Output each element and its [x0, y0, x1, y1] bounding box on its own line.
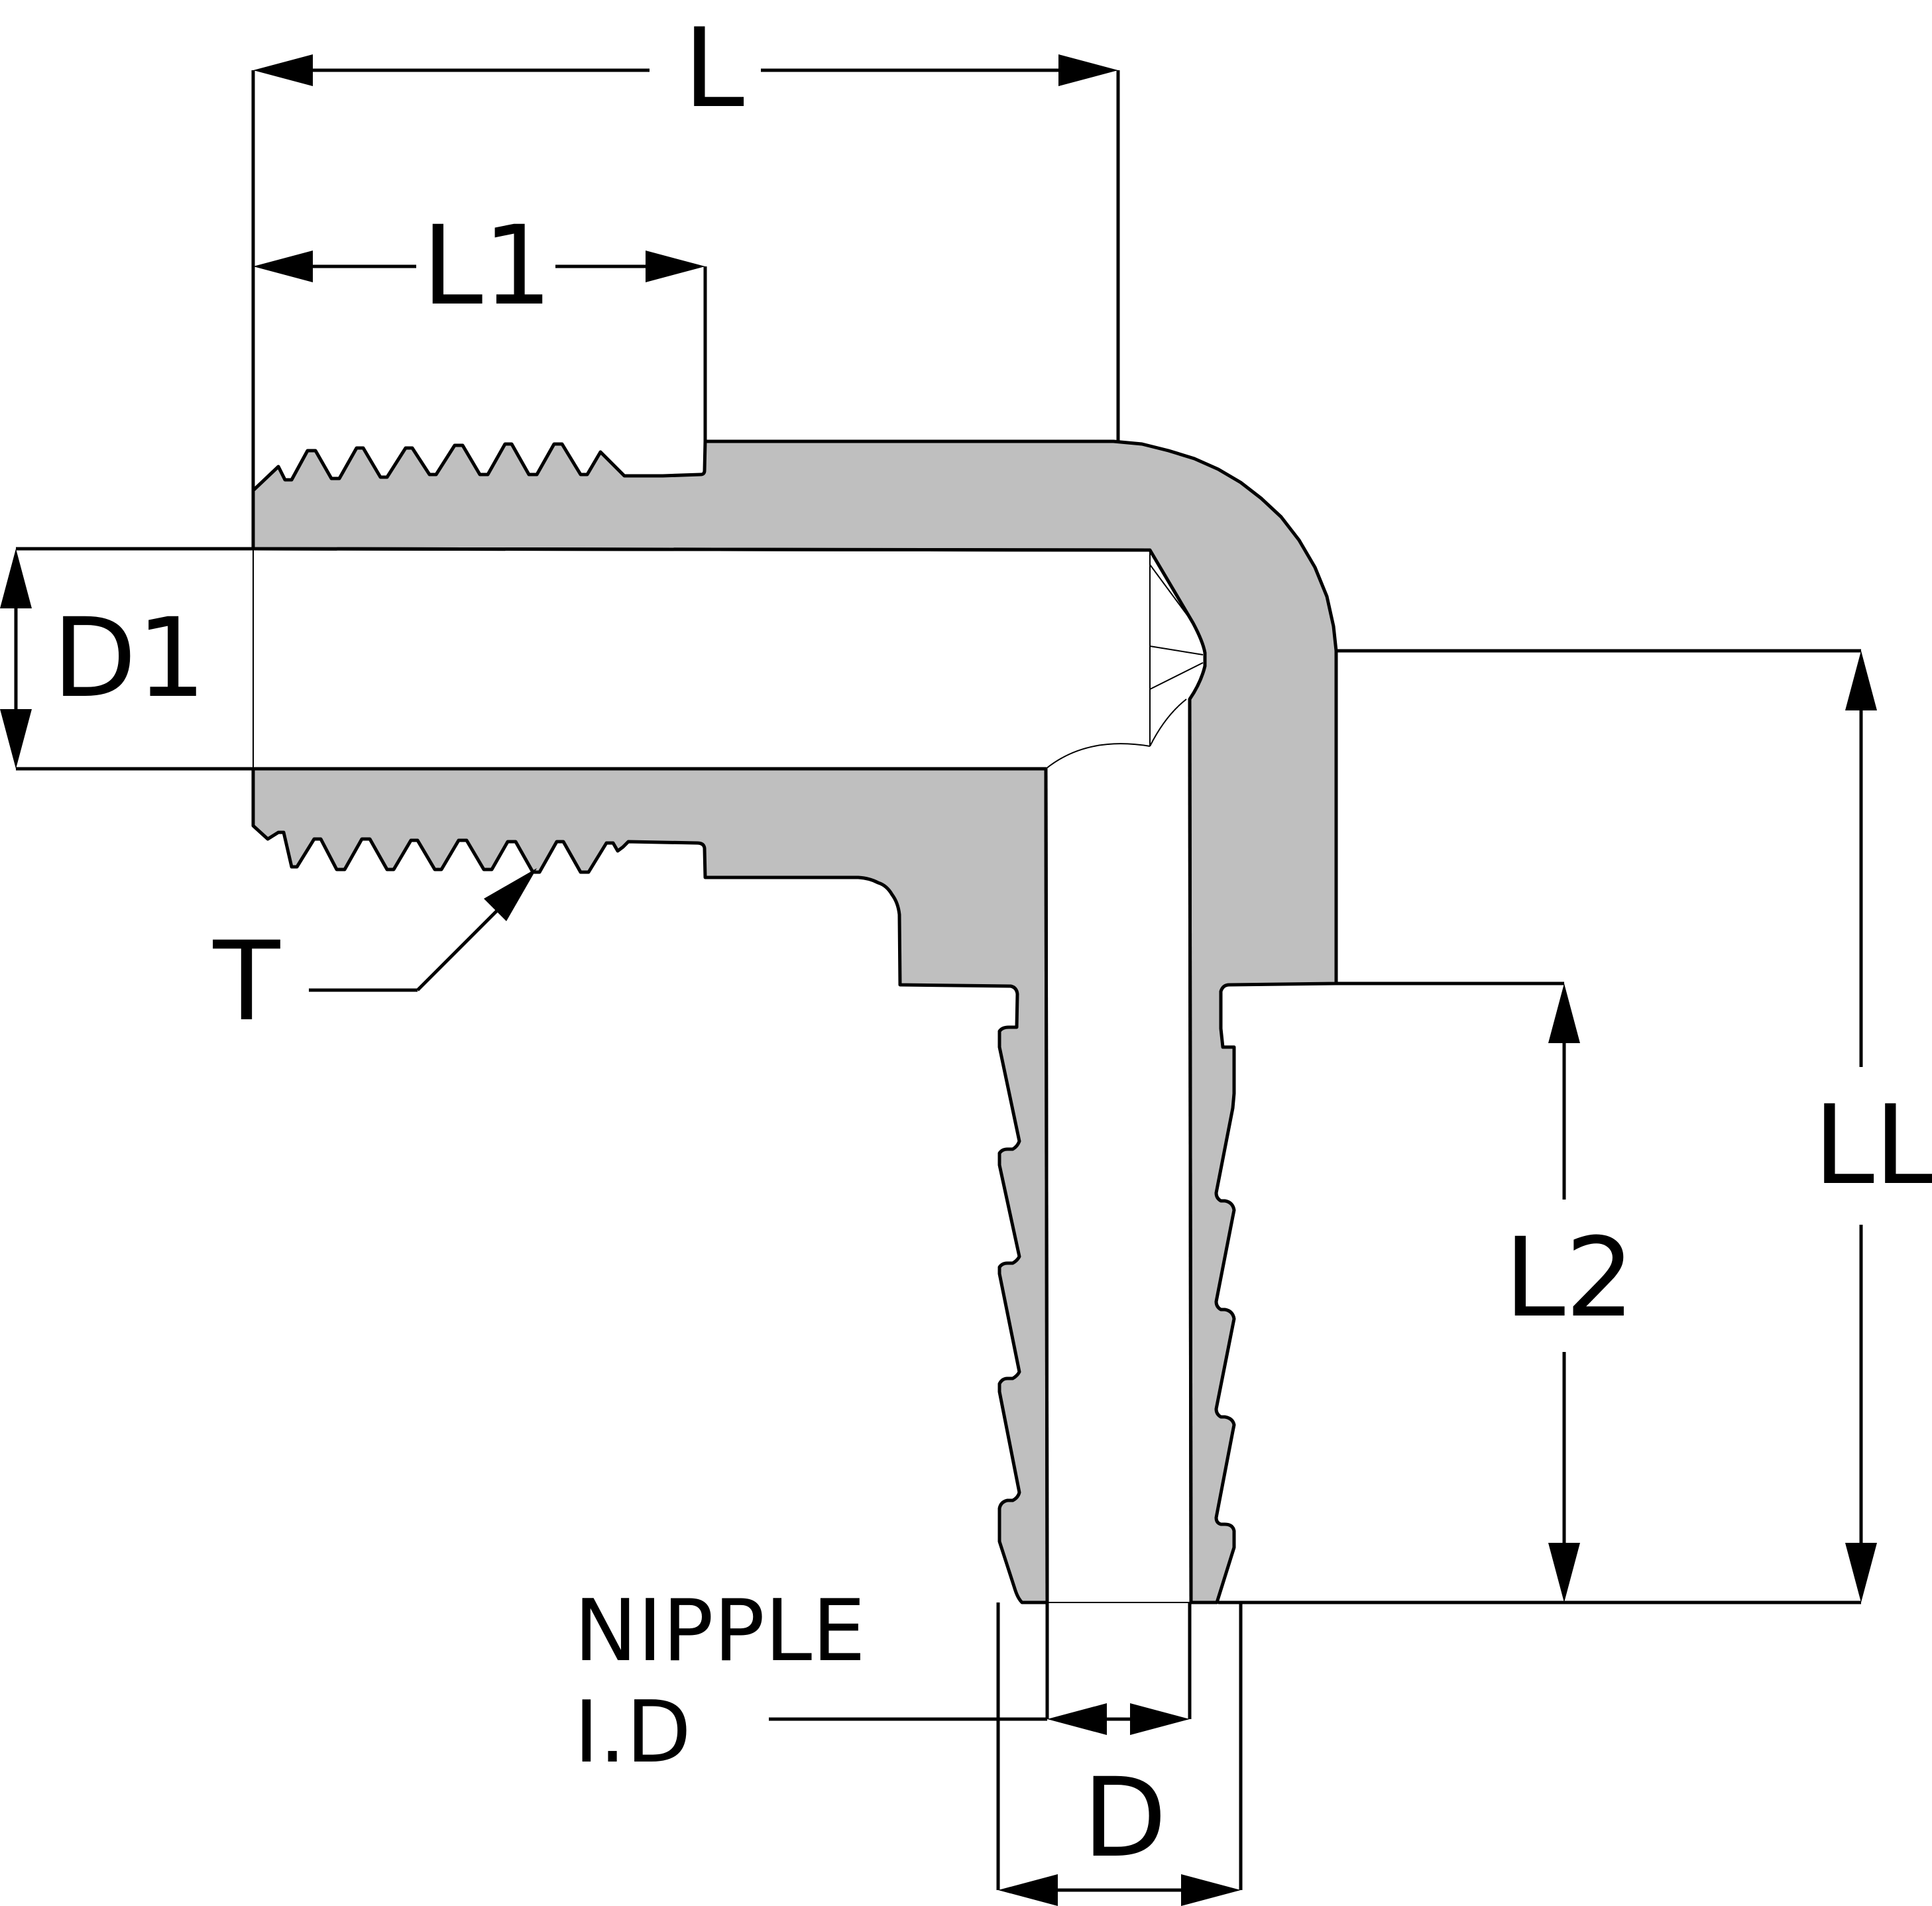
- label-L: L: [683, 5, 744, 132]
- label-id: I.D: [574, 1683, 691, 1782]
- dimension-L1: L1: [253, 202, 707, 441]
- label-LL: LL: [1813, 1082, 1932, 1209]
- label-D1: D1: [52, 594, 206, 722]
- dimension-D: D: [996, 1602, 1243, 1906]
- drill-point-detail: [1045, 550, 1204, 769]
- label-T: T: [213, 918, 281, 1045]
- dimension-nipple-id: NIPPLE I.D: [574, 1582, 1192, 1782]
- label-D: D: [1082, 1754, 1166, 1881]
- dimension-L: L: [251, 5, 1120, 490]
- label-L1: L1: [422, 202, 553, 329]
- dimension-L2: L2: [1336, 981, 1635, 1602]
- label-nipple: NIPPLE: [574, 1582, 866, 1681]
- nipple-bore-left: [1044, 768, 1049, 1603]
- callout-T: T: [213, 868, 537, 1045]
- fitting-upper-wall: [251, 439, 1338, 1604]
- nipple-bore-right: [1188, 699, 1193, 1603]
- dimension-D1: D1: [0, 547, 253, 771]
- fitting-lower-wall: [251, 767, 1049, 1604]
- dimension-LL: LL: [1218, 649, 1932, 1604]
- bore-top-line: [253, 547, 1151, 552]
- label-L2: L2: [1505, 1214, 1635, 1341]
